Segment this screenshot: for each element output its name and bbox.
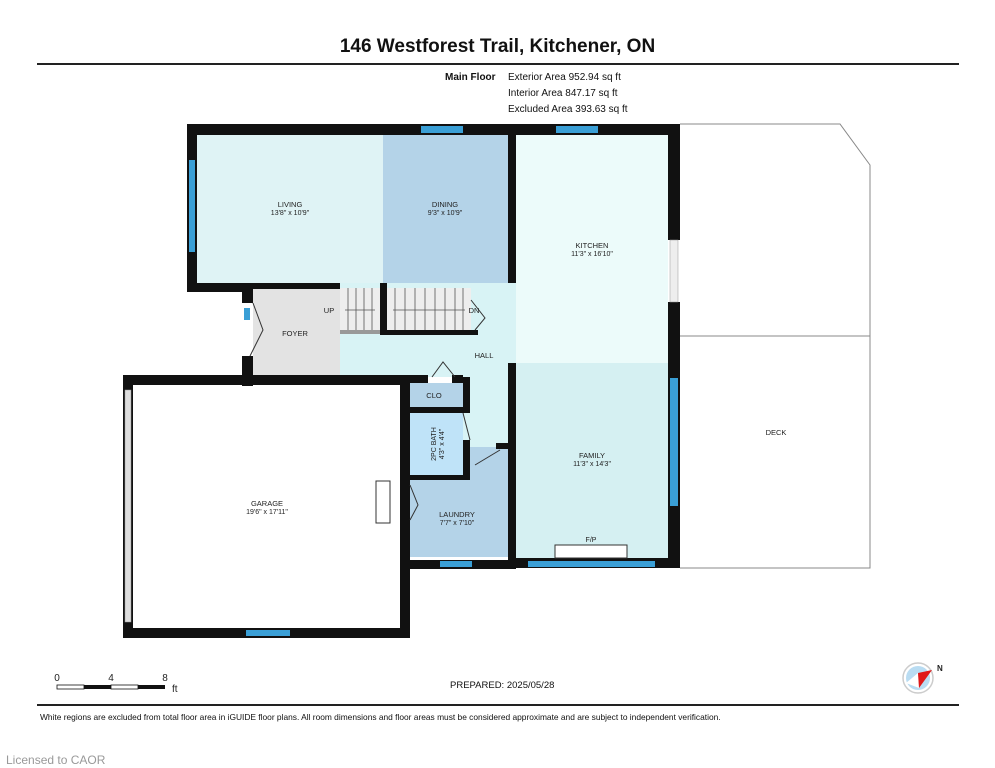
doors xyxy=(249,299,501,521)
header-divider xyxy=(37,63,959,65)
fireplace xyxy=(554,544,628,559)
disclaimer: White regions are excluded from total fl… xyxy=(40,712,721,722)
scale-tick-4: 4 xyxy=(108,673,114,684)
deck-area xyxy=(680,123,871,569)
garage-door xyxy=(124,389,132,623)
stairs-down-label: DN xyxy=(469,306,480,315)
interior-area: Interior Area 847.17 sq ft xyxy=(508,88,618,99)
garage-steps xyxy=(375,480,391,524)
bath-dims: 4'3" x 4'4" xyxy=(439,428,446,459)
prepared-date: PREPARED: 2025/05/28 xyxy=(450,680,555,691)
kitchen-room xyxy=(516,135,668,363)
footer-divider xyxy=(37,704,959,706)
bath-label: 2PC BATH xyxy=(431,427,438,461)
excluded-area: Excluded Area 393.63 sq ft xyxy=(508,104,628,115)
exterior-area: Exterior Area 952.94 sq ft xyxy=(508,72,621,83)
closet-room xyxy=(406,383,463,408)
living-dims: 13'8" x 10'9" xyxy=(271,210,310,217)
laundry-label: LAUNDRY xyxy=(439,510,475,519)
closet-label: CLO xyxy=(426,391,442,400)
license-watermark: Licensed to CAOR xyxy=(6,753,106,767)
kitchen-dims: 11'3" x 16'10" xyxy=(571,251,613,258)
family-room xyxy=(516,363,668,558)
compass-icon: N xyxy=(902,662,943,694)
hall-label: HALL xyxy=(475,351,494,360)
garage-dims: 19'6" x 17'11" xyxy=(246,509,288,516)
deck-label: DECK xyxy=(766,428,787,437)
floor-label: Main Floor xyxy=(445,72,496,83)
living-label: LIVING xyxy=(278,200,303,209)
kitchen-label: KITCHEN xyxy=(576,241,609,250)
dining-room xyxy=(383,135,508,283)
page-title: 146 Westforest Trail, Kitchener, ON xyxy=(339,36,656,57)
foyer-label: FOYER xyxy=(282,329,308,338)
garage-label: GARAGE xyxy=(251,499,283,508)
scale-unit: ft xyxy=(172,684,178,695)
scale-tick-8: 8 xyxy=(162,673,168,684)
dining-label: DINING xyxy=(432,200,458,209)
laundry-dims: 7'7" x 7'10" xyxy=(440,520,475,527)
fireplace-label: F/P xyxy=(586,537,597,544)
family-dims: 11'3" x 14'3" xyxy=(573,461,611,468)
scale-bar: 0 4 8 ft xyxy=(54,673,178,695)
foyer-room xyxy=(253,283,340,375)
family-label: FAMILY xyxy=(579,451,605,460)
scale-tick-0: 0 xyxy=(54,673,60,684)
living-room xyxy=(197,135,383,283)
garage-room xyxy=(133,385,400,628)
windows xyxy=(189,126,678,636)
stairs-up-label: UP xyxy=(324,306,334,315)
compass-north-label: N xyxy=(937,664,943,673)
dining-dims: 9'3" x 10'9" xyxy=(428,210,463,217)
